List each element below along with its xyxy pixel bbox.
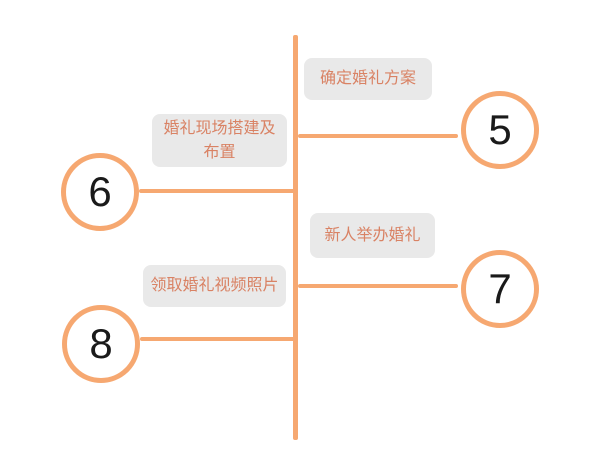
step-label-text: 确定婚礼方案 (319, 70, 416, 87)
step-label-box: 领取婚礼视频照片 (143, 265, 286, 307)
connector-line-step-6 (139, 189, 298, 193)
step-number: 8 (89, 320, 113, 367)
step-number: 7 (488, 265, 512, 312)
connector-line-step-8 (140, 337, 298, 341)
step-number-circle: 7 (461, 250, 539, 328)
step-label-box: 确定婚礼方案 (304, 58, 432, 100)
timeline-spine (293, 35, 298, 440)
connector-line-step-7 (298, 284, 458, 288)
step-label-box: 新人举办婚礼 (310, 213, 435, 258)
step-number: 6 (88, 168, 112, 215)
step-label-text: 婚礼现场搭建及布置 (163, 119, 276, 161)
step-number-circle: 8 (62, 305, 140, 383)
step-label-text: 新人举办婚礼 (324, 226, 421, 244)
step-label-box: 婚礼现场搭建及布置 (152, 114, 287, 167)
step-number-circle: 6 (61, 153, 139, 231)
step-label-text: 领取婚礼视频照片 (150, 277, 279, 294)
step-number-circle: 5 (461, 91, 539, 169)
step-number: 5 (488, 106, 512, 153)
connector-line-step-5 (298, 134, 458, 138)
